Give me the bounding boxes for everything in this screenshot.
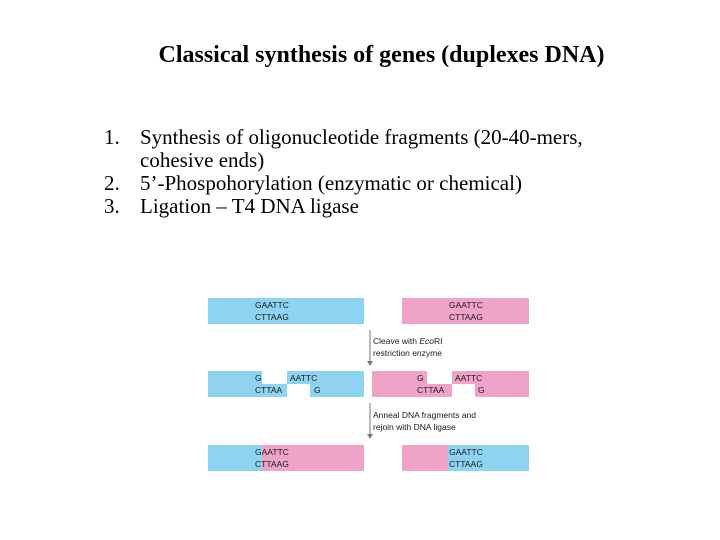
- arrow-head: [367, 361, 373, 366]
- sequence-label: GAATTC: [449, 300, 483, 310]
- enzyme-name-italic: Eco: [419, 336, 434, 346]
- sequence-label: G: [314, 385, 321, 395]
- anneal-label-line1: Anneal DNA fragments and: [373, 410, 476, 420]
- blue-segment: [448, 445, 529, 471]
- step-number: 2.: [104, 171, 120, 195]
- sequence-label: CTTAA: [255, 385, 283, 395]
- step-text-line: Synthesis of oligonucleotide fragments (…: [140, 125, 583, 149]
- step-item: 3. Ligation – T4 DNA ligase: [104, 195, 684, 218]
- cleave-label-line2: restriction enzyme: [373, 348, 442, 358]
- anneal-label-line2: rejoin with DNA ligase: [373, 422, 456, 432]
- pink-duplex: [402, 298, 529, 324]
- cleave-label-prefix: Cleave with: [373, 336, 419, 346]
- step-item: 1. Synthesis of oligonucleotide fragment…: [104, 126, 684, 172]
- pink-segment: [262, 445, 364, 471]
- sequence-label: CTTAAG: [449, 312, 483, 322]
- sequence-label: CTTAAG: [255, 312, 289, 322]
- sequence-label: AATTC: [290, 373, 317, 383]
- cleave-label: Cleave with EcoRI: [373, 336, 442, 346]
- sequence-label: G: [478, 385, 485, 395]
- sequence-label: GAATTC: [449, 447, 483, 457]
- sequence-label: G: [417, 373, 424, 383]
- blue-segment: [208, 445, 262, 471]
- slide-title: Classical synthesis of genes (duplexes D…: [158, 42, 605, 68]
- blue-duplex: [208, 298, 364, 324]
- step-item: 2. 5’-Phospohorylation (enzymatic or che…: [104, 172, 684, 195]
- sequence-label: CTTAA: [417, 385, 445, 395]
- step-text-line: cohesive ends): [140, 148, 265, 172]
- sequence-label: GAATTC: [255, 447, 289, 457]
- step-text-line: 5’-Phospohorylation (enzymatic or chemic…: [140, 171, 522, 195]
- pink-fragment-right: [452, 371, 529, 397]
- blue-fragment-left: [208, 371, 287, 397]
- sequence-label: GAATTC: [255, 300, 289, 310]
- step-list: 1. Synthesis of oligonucleotide fragment…: [104, 126, 684, 218]
- sequence-label: CTTAAG: [255, 459, 289, 469]
- enzyme-name-suffix: RI: [434, 336, 443, 346]
- blue-fragment-right: [287, 371, 364, 397]
- step-number: 3.: [104, 194, 120, 218]
- step-text-line: Ligation – T4 DNA ligase: [140, 194, 359, 218]
- sequence-label: AATTC: [455, 373, 482, 383]
- arrow-head: [367, 434, 373, 439]
- pink-fragment-left: [372, 371, 452, 397]
- step-number: 1.: [104, 125, 120, 149]
- sequence-label: CTTAAG: [449, 459, 483, 469]
- sequence-label: G: [255, 373, 262, 383]
- pink-segment: [402, 445, 448, 471]
